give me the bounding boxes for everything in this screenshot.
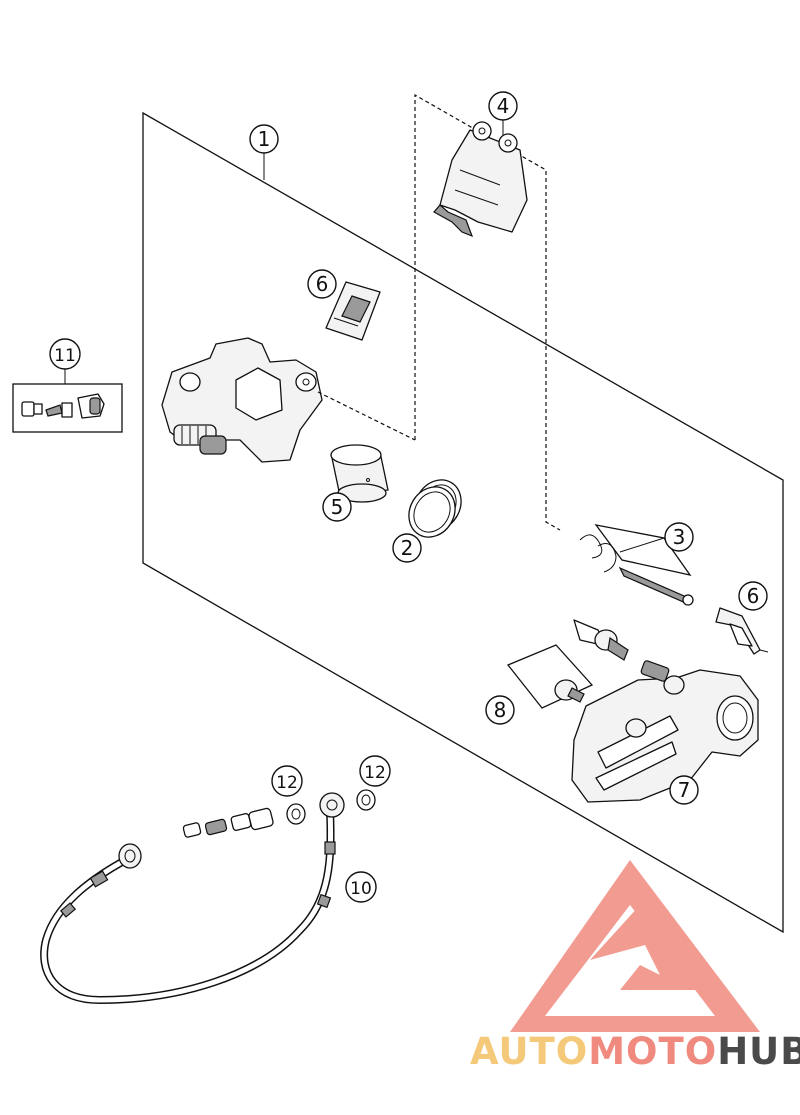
callout-11: 11 [49,338,81,370]
callout-10: 10 [345,871,377,903]
assembly-frame [142,111,784,934]
pad-pin-kit [579,524,694,606]
callout-4: 4 [488,91,518,121]
banjo-bolts [182,807,274,838]
svg-text:3: 3 [673,525,686,549]
svg-text:2: 2 [401,536,414,560]
pad-spring-upper [325,281,381,341]
svg-text:5: 5 [331,495,344,519]
callout-6-upper: 6 [307,269,337,299]
callout-6-lower: 6 [738,581,768,611]
svg-text:6: 6 [316,272,329,296]
callout-1: 1 [249,124,279,154]
callout-7: 7 [669,775,699,805]
leader-3 [619,537,665,553]
callout-5: 5 [322,492,352,522]
bleeder-kit [12,383,123,433]
caliper-to-pad-guide [317,391,416,441]
svg-text:8: 8 [494,698,507,722]
watermark-text: AUTOMOTOHUB [470,1030,800,1073]
brake-hose [40,792,345,1005]
watermark-logo [510,860,760,1032]
piston-seals [408,479,462,538]
washers [286,789,376,825]
watermark-hub: HUB [717,1030,800,1073]
callout-2: 2 [392,533,422,563]
svg-text:12: 12 [276,773,298,793]
watermark-moto: MOTO [588,1030,717,1073]
watermark-auto: AUTO [470,1030,588,1073]
caliper-body [161,337,323,463]
callout-8: 8 [485,695,515,725]
svg-text:10: 10 [350,879,372,899]
svg-text:4: 4 [497,94,510,118]
caliper-bracket [571,660,759,803]
brake-pads [433,121,528,238]
svg-text:6: 6 [747,584,760,608]
svg-text:12: 12 [364,763,386,783]
callout-12-right: 12 [359,755,391,787]
svg-text:11: 11 [54,346,76,366]
svg-text:1: 1 [258,127,271,151]
slide-pins [506,619,629,709]
svg-text:7: 7 [678,778,691,802]
pad-spring-lower [715,607,769,655]
callout-12-left: 12 [271,765,303,797]
callout-3: 3 [664,522,694,552]
